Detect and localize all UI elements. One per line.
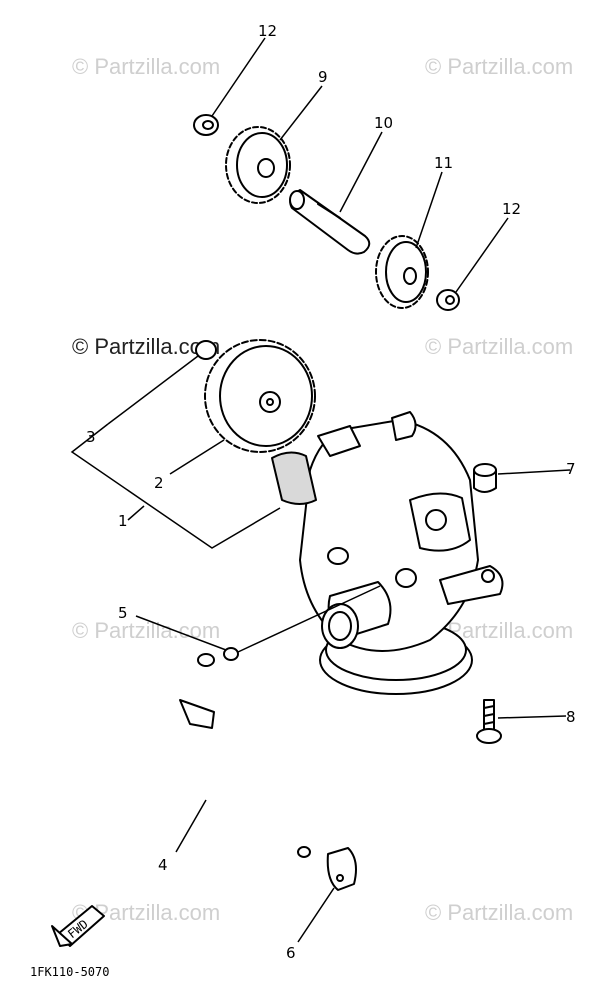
part-label-4: 4 (158, 856, 168, 874)
part-label-8: 8 (566, 708, 576, 726)
watermark: © Partzilla.com (425, 334, 573, 359)
block-6[interactable] (326, 847, 357, 891)
watermark: © Partzilla.com (425, 54, 573, 79)
clip-3[interactable] (195, 340, 217, 360)
figure-code: 1FK110-5070 (30, 965, 109, 979)
gear-11[interactable] (375, 235, 429, 309)
leader-lines (70, 37, 571, 943)
o-ring-5[interactable] (223, 647, 239, 661)
gear-2[interactable] (204, 339, 316, 453)
part-label-5: 5 (118, 604, 128, 622)
fwd-arrow-icon: FWD (51, 905, 105, 947)
watermark: © Partzilla.com (425, 900, 573, 925)
bolt-8[interactable] (476, 699, 502, 744)
part-label-11: 11 (434, 154, 453, 172)
part-label-10: 10 (374, 114, 393, 132)
circlip-12-right[interactable] (436, 289, 460, 311)
part-label-9: 9 (318, 68, 328, 86)
watermark: © Partzilla.com (72, 334, 220, 359)
gear-9[interactable] (225, 126, 291, 204)
part-label-7: 7 (566, 460, 576, 478)
circlip-12-top[interactable] (193, 114, 219, 136)
oil-pipe-4[interactable] (152, 653, 311, 858)
part-label-6: 6 (286, 944, 296, 962)
part-label-12-top: 12 (258, 22, 277, 40)
oil-pump-assembly[interactable] (271, 411, 504, 695)
shaft-10[interactable] (289, 189, 371, 255)
part-label-3: 3 (86, 428, 96, 446)
part-label-2: 2 (154, 474, 164, 492)
watermark: © Partzilla.com (72, 54, 220, 79)
dowel-pin-7[interactable] (473, 463, 497, 493)
watermarks: © Partzilla.com © Partzilla.com © Partzi… (72, 54, 573, 925)
part-label-1: 1 (118, 512, 128, 530)
part-label-12-right: 12 (502, 200, 521, 218)
part-labels: 12 9 10 11 12 3 2 1 7 5 8 4 6 (86, 22, 576, 962)
